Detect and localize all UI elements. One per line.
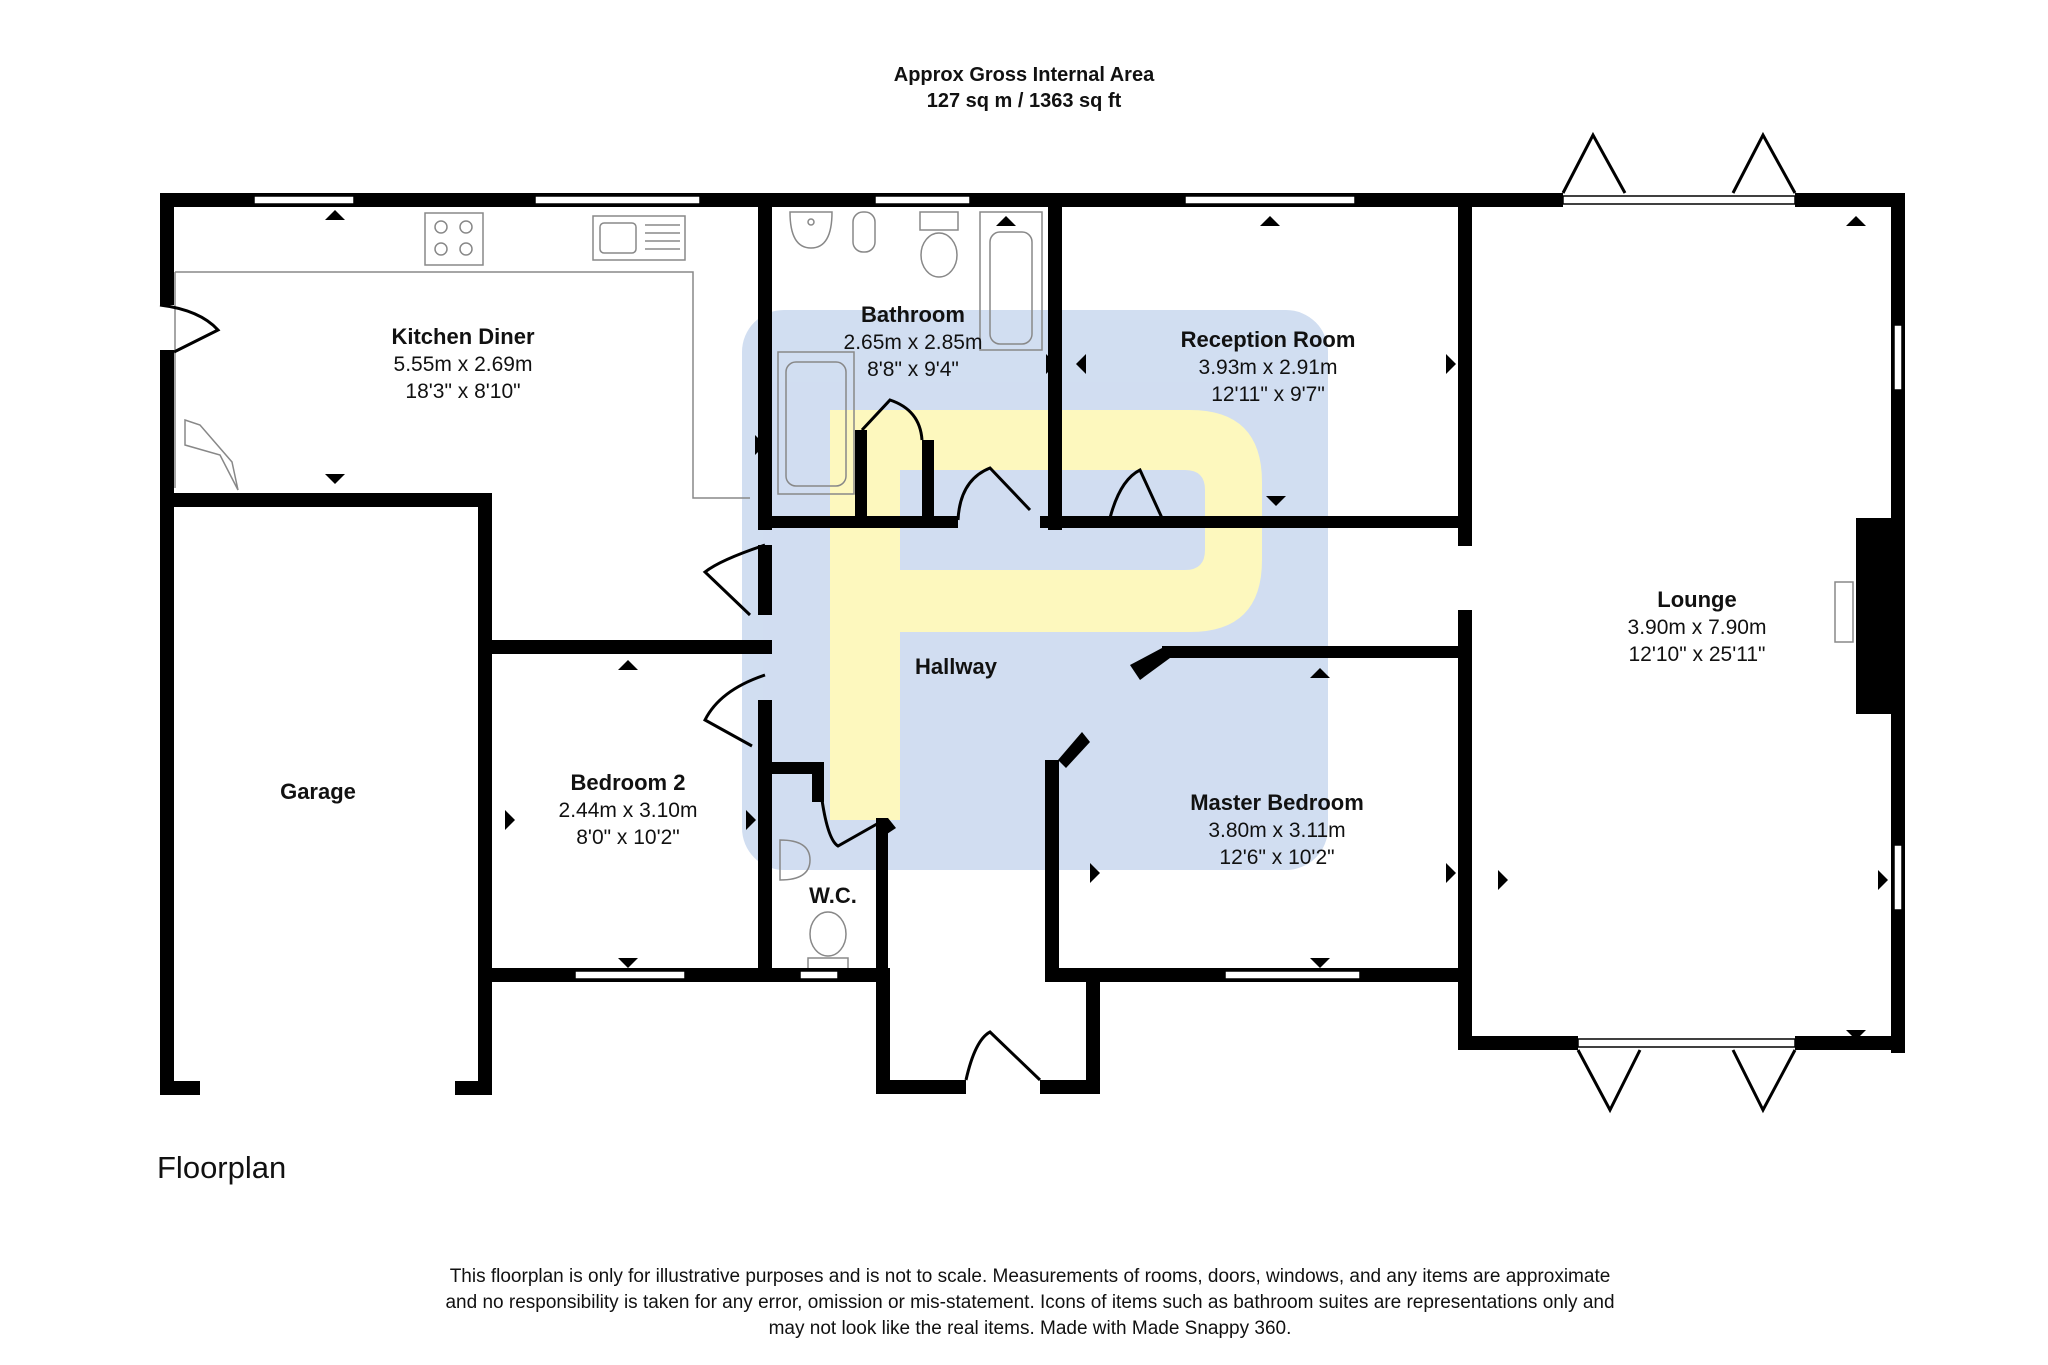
hallway-name: Hallway [915, 654, 998, 679]
master-imperial: 12'6" x 10'2" [1219, 846, 1334, 869]
door-wc [820, 799, 885, 848]
disclaimer-line-1: This floorplan is only for illustrative … [449, 1266, 1611, 1287]
area-value: 127 sq m / 1363 sq ft [926, 90, 1122, 112]
disclaimer-line-3: may not look like the real items. Made w… [768, 1318, 1292, 1339]
master-name: Master Bedroom [1190, 790, 1364, 815]
toilet-icon [919, 211, 959, 278]
door-kitchen-hall [702, 543, 766, 617]
door-lounge-top-left [1561, 131, 1627, 194]
door-kitchen-external [159, 303, 221, 354]
doors [159, 131, 1797, 1114]
garage-name: Garage [280, 779, 356, 804]
kitchen-worktop [175, 271, 750, 499]
disclaimer: This floorplan is only for illustrative … [360, 1264, 1700, 1342]
bathroom-metric: 2.65m x 2.85m [844, 331, 983, 354]
windows [253, 195, 1903, 1048]
lounge-metric: 3.90m x 7.90m [1628, 616, 1767, 639]
boiler-icon [184, 418, 239, 491]
master-metric: 3.80m x 3.11m [1208, 819, 1345, 842]
watermark-logo-icon [742, 310, 1328, 870]
door-lounge-bottom-left [1576, 1049, 1642, 1114]
fireplace-icon [1834, 581, 1854, 643]
reception-imperial: 12'11" x 9'7" [1211, 383, 1325, 406]
bedroom2-name: Bedroom 2 [571, 770, 686, 795]
bath-icon [979, 211, 1043, 351]
bathroom-name: Bathroom [861, 302, 965, 327]
walls [160, 193, 1905, 1095]
door-bath-inner [860, 398, 924, 441]
floorplan-label: Floorplan [157, 1150, 287, 1185]
lounge-imperial: 12'10" x 25'11" [1629, 643, 1766, 666]
door-lounge-top-right [1731, 131, 1797, 194]
basin-icon [779, 839, 811, 881]
kitchen-name: Kitchen Diner [391, 324, 534, 349]
area-header: Approx Gross Internal Area 127 sq m / 13… [0, 62, 2048, 114]
toilet-icon [807, 911, 849, 975]
kitchen-metric: 5.55m x 2.69m [394, 353, 533, 376]
reception-name: Reception Room [1181, 327, 1356, 352]
door-reception [1108, 467, 1164, 519]
wc-name: W.C. [809, 883, 857, 908]
sink-icon [592, 215, 686, 261]
bath-icon [777, 351, 855, 495]
bidet-icon [852, 211, 876, 253]
dimension-markers [325, 210, 1888, 1040]
bedroom2-metric: 2.44m x 3.10m [559, 799, 698, 822]
reception-metric: 3.93m x 2.91m [1199, 356, 1338, 379]
basin-icon [789, 211, 833, 249]
room-labels: Kitchen Diner 5.55m x 2.69m 18'3" x 8'10… [280, 302, 1766, 908]
area-title: Approx Gross Internal Area [893, 64, 1155, 86]
lounge-name: Lounge [1657, 587, 1736, 612]
fixtures [174, 211, 1854, 975]
door-lounge-bottom-right [1731, 1049, 1797, 1114]
disclaimer-line-2: and no responsibility is taken for any e… [445, 1292, 1615, 1313]
door-front [964, 1030, 1042, 1082]
door-bathroom [956, 466, 1032, 521]
kitchen-imperial: 18'3" x 8'10" [405, 380, 520, 403]
bedroom2-imperial: 8'0" x 10'2" [576, 826, 680, 849]
hob-icon [424, 212, 484, 266]
bathroom-imperial: 8'8" x 9'4" [867, 358, 959, 381]
door-bedroom2 [703, 673, 766, 748]
